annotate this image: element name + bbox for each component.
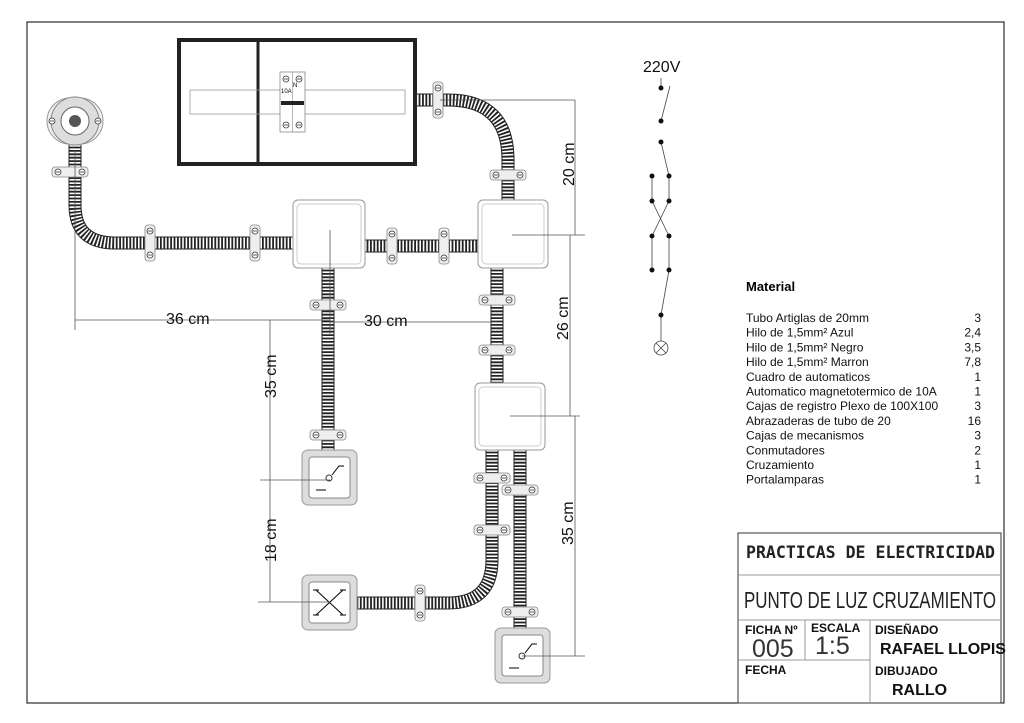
material-name: Cajas de mecanismos [746, 429, 864, 443]
lamp-icon [653, 340, 669, 356]
wiring-schematic: 220V [643, 59, 681, 356]
tube-clamp [478, 344, 516, 356]
material-row: Conmutadores 2 [746, 443, 981, 457]
material-row: Portalamparas 1 [746, 473, 981, 487]
tube-clamp [473, 524, 511, 536]
material-row: Hilo de 1,5mm² Azul 2,4 [746, 326, 981, 340]
tube-clamp [478, 294, 516, 306]
material-row: Automatico magnetotermico de 10A 1 [746, 385, 981, 399]
neutral-label: N [293, 83, 297, 89]
dibujado-label: DIBUJADO [875, 664, 938, 678]
tube-clamp [309, 429, 347, 441]
material-name: Automatico magnetotermico de 10A [746, 385, 937, 399]
material-qty: 7,8 [964, 355, 981, 369]
tube-clamp [501, 606, 539, 618]
material-qty: 3 [974, 311, 981, 325]
material-qty: 3 [974, 399, 981, 413]
drawing-title: PUNTO DE LUZ CRUZAMIENTO [744, 587, 996, 613]
junction-box-1 [292, 199, 366, 269]
material-qty: 2 [974, 443, 981, 457]
material-name: Conmutadores [746, 443, 825, 457]
material-qty: 1 [974, 473, 981, 487]
material-row: Hilo de 1,5mm² Marron 7,8 [746, 355, 981, 369]
tube-clamp [414, 584, 426, 622]
tube-clamp [501, 484, 539, 496]
material-qty: 16 [968, 414, 982, 428]
circuit-breaker: 10A N [279, 71, 306, 133]
ficha-value: 005 [752, 635, 794, 663]
dimension-18cm: 18 cm [263, 518, 280, 562]
escala-label: ESCALA [811, 621, 861, 635]
voltage-label: 220V [643, 59, 681, 76]
material-name: Portalamparas [746, 473, 824, 487]
dibujado-value: RALLO [892, 682, 947, 699]
dimension-30cm: 30 cm [364, 313, 408, 330]
material-row: Hilo de 1,5mm² Negro 3,5 [746, 340, 981, 354]
tube-clamp [249, 224, 261, 262]
escala-value: 1:5 [815, 632, 850, 660]
tube-clamp [489, 169, 527, 181]
dimension-20cm: 20 cm [561, 142, 578, 186]
dimension-35cm-right: 35 cm [560, 501, 577, 545]
ceiling-light-rosette [46, 96, 104, 146]
tube-clamps [51, 81, 539, 622]
material-name: Hilo de 1,5mm² Azul [746, 326, 853, 340]
tube-clamp [51, 166, 89, 178]
material-name: Hilo de 1,5mm² Marron [746, 355, 869, 369]
junction-box-2 [477, 199, 549, 269]
dimension-36cm: 36 cm [166, 311, 210, 328]
material-qty: 3 [974, 429, 981, 443]
dimension-26cm: 26 cm [555, 296, 572, 340]
material-name: Cruzamiento [746, 458, 814, 472]
material-qty: 1 [974, 458, 981, 472]
material-name: Abrazaderas de tubo de 20 [746, 414, 891, 428]
material-row: Tubo Artiglas de 20mm 3 [746, 311, 981, 325]
sheet-border [26, 21, 1005, 704]
material-name: Hilo de 1,5mm² Negro [746, 340, 864, 354]
material-name: Cajas de registro Plexo de 100X100 [746, 399, 938, 413]
switch-box-1 [301, 449, 358, 506]
material-qty: 3,5 [964, 340, 981, 354]
disenado-label: DISEÑADO [875, 622, 938, 637]
material-qty: 1 [974, 370, 981, 384]
title-block: PRACTICAS DE ELECTRICIDAD PUNTO DE LUZ C… [737, 532, 1006, 704]
breaker-rating: 10A [281, 89, 292, 95]
tube-clamp [144, 224, 156, 262]
tube-clamp [438, 227, 450, 265]
tube-clamp [473, 472, 511, 484]
conduit-tube [357, 450, 499, 610]
disenado-value: RAFAEL LLOPIS [880, 641, 1006, 658]
ficha-label: FICHA Nº [745, 623, 798, 637]
materials-title: Material [746, 279, 795, 294]
dimension-35cm-left: 35 cm [263, 354, 280, 398]
crossover-switch-box [301, 574, 358, 631]
fecha-label: FECHA [745, 663, 787, 677]
material-qty: 2,4 [964, 326, 981, 340]
material-row: Abrazaderas de tubo de 20 16 [746, 414, 981, 428]
conduits [68, 93, 527, 628]
course-title: PRACTICAS DE ELECTRICIDAD [746, 543, 995, 563]
conduit-tube [415, 93, 515, 200]
material-qty: 1 [974, 385, 981, 399]
tube-clamp [309, 299, 347, 311]
tube-clamp [386, 227, 398, 265]
dimension-lines: 36 cm 30 cm 35 cm 18 cm 20 cm 26 cm 35 c… [74, 99, 585, 657]
switch-box-2 [494, 627, 551, 684]
material-row: Cajas de mecanismos 3 [746, 429, 981, 443]
junction-box-3 [474, 382, 546, 451]
material-row: Cruzamiento 1 [746, 458, 981, 472]
material-row: Cajas de registro Plexo de 100X100 3 [746, 399, 981, 413]
material-row: Cuadro de automaticos 1 [746, 370, 981, 384]
material-name: Cuadro de automaticos [746, 370, 870, 384]
distribution-panel: 10A N [177, 38, 417, 166]
material-name: Tubo Artiglas de 20mm [746, 311, 869, 325]
